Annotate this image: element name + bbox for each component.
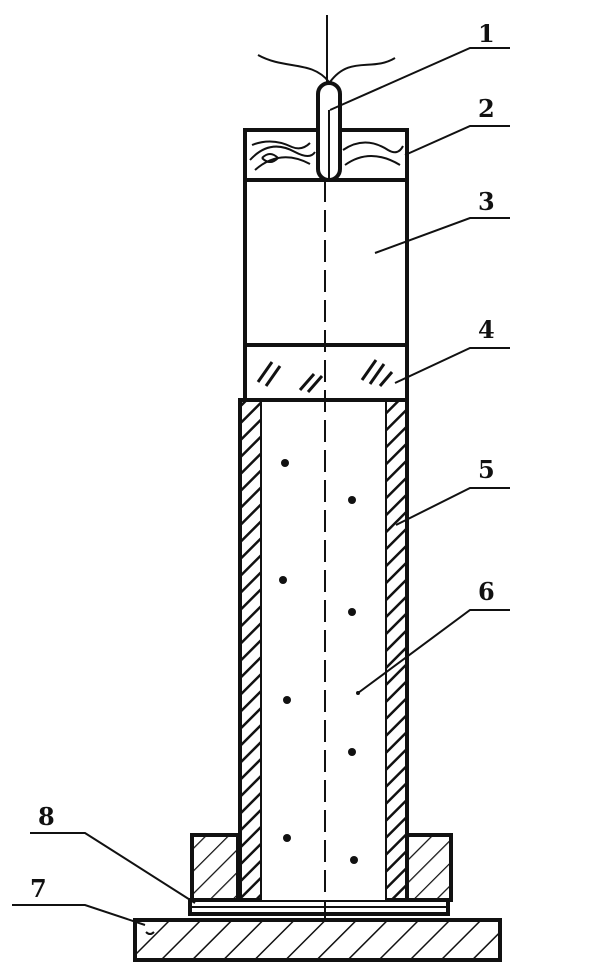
tube-wall-left	[238, 398, 264, 902]
callout-2: 2	[478, 94, 495, 123]
leader-4	[394, 347, 510, 384]
support-block-left	[190, 833, 240, 902]
support-block-right	[403, 833, 453, 902]
callout-6: 6	[478, 577, 495, 606]
leader-8	[30, 832, 196, 904]
callout-5: 5	[478, 455, 495, 484]
callout-8: 8	[38, 802, 55, 831]
specimen-speckles	[279, 459, 360, 864]
leader-5	[395, 487, 510, 526]
callout-4: 4	[478, 315, 495, 344]
callout-7: 7	[30, 874, 47, 903]
callout-1: 1	[478, 19, 495, 48]
base-plate	[133, 918, 502, 962]
leader-7	[12, 904, 146, 926]
leader-lines	[12, 47, 510, 926]
leader-2	[404, 125, 510, 156]
leader-6	[357, 609, 510, 694]
bottom-thin-plate	[188, 898, 450, 916]
callout-3: 3	[478, 187, 495, 216]
specimen-column	[262, 400, 385, 900]
leader-3	[374, 217, 510, 254]
leader-1	[329, 47, 510, 111]
tube-wall-right	[383, 398, 409, 902]
